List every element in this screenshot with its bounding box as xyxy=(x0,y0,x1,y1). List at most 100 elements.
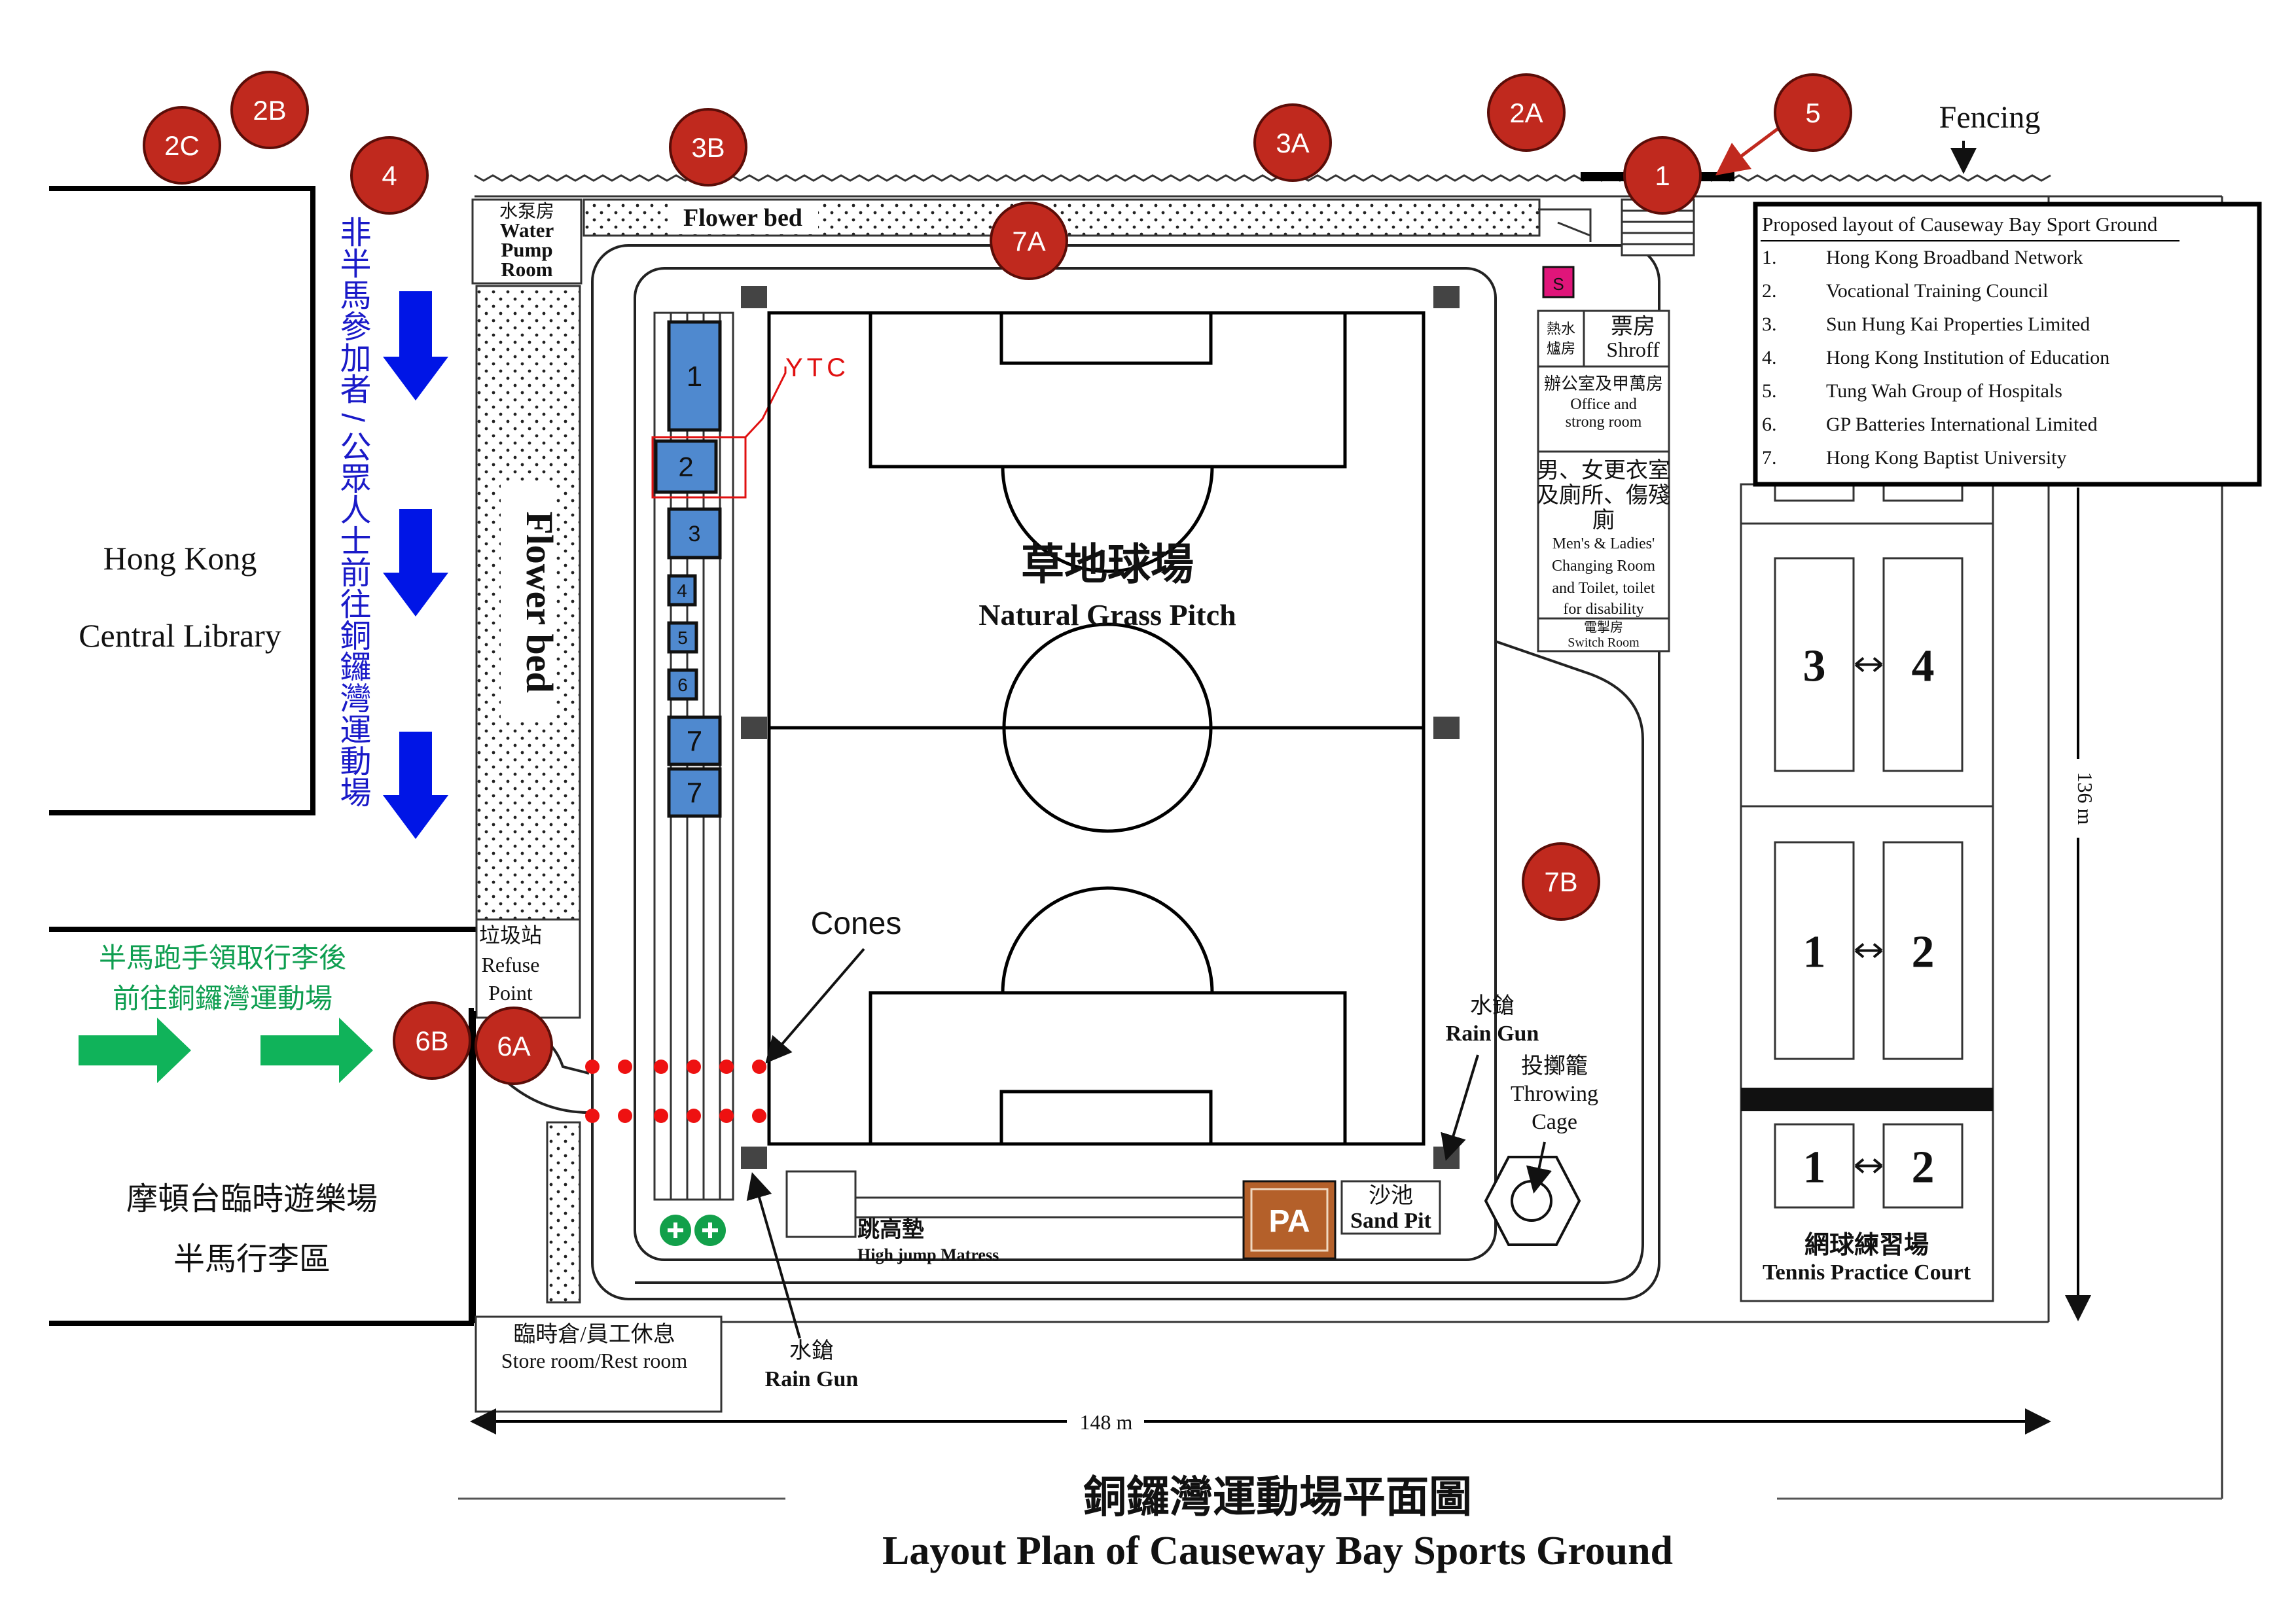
legend-item-name: Hong Kong Baptist University xyxy=(1826,447,2067,469)
marker-label: 2C xyxy=(164,130,200,161)
tennis-en: Tennis Practice Court xyxy=(1763,1260,1971,1285)
legend-item-number: 2. xyxy=(1762,280,1777,302)
right-buildings: S 熱水 爐房 票房 Shroff 辦公室及甲萬房 Office and str… xyxy=(1537,198,1695,652)
ytc-annotation: YTC xyxy=(651,353,850,499)
throwing-cage-zh: 投擲籠 xyxy=(1521,1054,1588,1079)
pa-box: PA xyxy=(1242,1180,1336,1260)
legend-item-name: GP Batteries International Limited xyxy=(1826,414,2098,435)
tennis-court-number: 1 xyxy=(1803,1143,1826,1193)
court-arrow-icon xyxy=(1854,656,1883,673)
store-room-en: Store room/Rest room xyxy=(501,1349,688,1372)
flower-bed-top-label: Flower bed xyxy=(683,204,802,232)
booth-8: 7 xyxy=(667,767,722,818)
tennis-zh: 網球練習場 xyxy=(1804,1232,1929,1259)
tennis-court xyxy=(1774,557,1855,772)
sand-pit-zh: 沙池 xyxy=(1369,1183,1413,1208)
high-jump-en: High jump Matress xyxy=(857,1245,999,1264)
dim-width-label: 148 m xyxy=(1080,1410,1133,1434)
marker-label: 7B xyxy=(1544,866,1577,897)
booth-3: 3 xyxy=(667,507,722,560)
football-pitch xyxy=(767,311,1426,1146)
office-en2: strong room xyxy=(1566,414,1642,431)
marker-5: 5 xyxy=(1774,73,1852,152)
pa-label: PA xyxy=(1268,1204,1310,1239)
water-pump-en3: Room xyxy=(501,258,552,281)
cones-label: Cones xyxy=(811,906,902,941)
cone-dot xyxy=(687,1060,701,1074)
marker-label: 5 xyxy=(1805,98,1820,128)
rain-gun-right-pointer xyxy=(1441,1054,1479,1161)
rain-gun-bottom-pointer xyxy=(746,1172,801,1339)
s-badge-label: S xyxy=(1552,274,1564,294)
legend-title: Proposed layout of Causeway Bay Sport Gr… xyxy=(1762,213,2158,236)
booth-5: 5 xyxy=(667,621,698,654)
legend-box: Proposed layout of Causeway Bay Sport Gr… xyxy=(1753,202,2262,487)
legend-item-name: Vocational Training Council xyxy=(1826,280,2048,302)
store-room: 臨時倉/員工休息 Store room/Rest room xyxy=(475,1315,723,1413)
cone-dot xyxy=(654,1060,668,1074)
marker-2a: 2A xyxy=(1487,73,1566,152)
changing-zh1: 男、女更衣室 xyxy=(1537,458,1670,483)
throwing-cage: 投擲籠 Throwing Cage xyxy=(1484,1054,1598,1246)
marker-label: 3B xyxy=(691,132,725,163)
location-markers: 2C 2B 4 3B 3A 2A 1 5 7A 7B 6B 6A xyxy=(143,71,1852,1085)
legend-item-number: 1. xyxy=(1762,247,1777,268)
flower-bed-left-label: Flower bed xyxy=(518,511,561,693)
booth-label: 5 xyxy=(677,628,688,648)
marker-1: 1 xyxy=(1623,136,1702,215)
tennis-court-number: 3 xyxy=(1803,641,1826,692)
track-right-bend xyxy=(635,640,1644,1284)
track-inner xyxy=(634,267,1497,1261)
cone-dot xyxy=(752,1060,766,1074)
title-en: Layout Plan of Causeway Bay Sports Groun… xyxy=(882,1529,1673,1573)
booth-1: 1 xyxy=(667,320,722,432)
changing-zh2: 及廁所、傷殘 xyxy=(1537,483,1670,508)
marker-label: 6B xyxy=(415,1026,448,1056)
legend-item-number: 5. xyxy=(1762,380,1777,402)
water-pump-en1: Water xyxy=(500,219,554,241)
changing-en2: Changing Room xyxy=(1552,558,1655,575)
court-arrow-icon xyxy=(1854,1158,1883,1174)
refuse-zh: 垃圾站 xyxy=(479,923,542,947)
water-pump-en2: Pump xyxy=(501,238,552,261)
rain-gun-right-zh: 水鎗 xyxy=(1470,993,1515,1018)
marker-6a: 6A xyxy=(475,1007,553,1085)
booth-label: 4 xyxy=(677,580,687,601)
shroff-en: Shroff xyxy=(1606,338,1660,361)
fencing-label: Fencing xyxy=(1939,100,2041,135)
booth-6: 6 xyxy=(667,668,698,701)
marker-7b: 7B xyxy=(1522,842,1600,921)
marker-label: 2A xyxy=(1509,98,1543,128)
booth-label: 6 xyxy=(677,675,688,695)
marker-label: 1 xyxy=(1655,160,1670,191)
boiler-zh2: 爐房 xyxy=(1547,340,1575,357)
marker-2b: 2B xyxy=(230,71,309,149)
legend-item-number: 6. xyxy=(1762,414,1777,435)
ytc-label: YTC xyxy=(785,353,850,382)
marker-label: 4 xyxy=(382,160,397,191)
cone-dot xyxy=(752,1109,766,1123)
cone-dot xyxy=(719,1109,734,1123)
runners-text-line2: 前往銅鑼灣運動場 xyxy=(113,983,332,1014)
court-arrow-icon xyxy=(1854,942,1883,959)
office-zh: 辦公室及甲萬房 xyxy=(1544,374,1663,393)
baggage-line2: 半馬行李區 xyxy=(173,1242,331,1277)
marker-2c: 2C xyxy=(143,106,221,185)
marker-7a: 7A xyxy=(990,202,1068,280)
tennis-court xyxy=(1882,557,1964,772)
changing-en4: for disability xyxy=(1563,601,1643,618)
marker-label: 3A xyxy=(1276,128,1309,158)
refuse-en2: Point xyxy=(488,981,533,1005)
marker-6b: 6B xyxy=(393,1001,471,1080)
rain-gun-bottom-en: Rain Gun xyxy=(765,1367,859,1391)
baggage-line1: 摩頓台臨時遊樂場 xyxy=(126,1182,378,1217)
shroff-zh: 票房 xyxy=(1611,314,1655,339)
runners-text-line1: 半馬跑手領取行李後 xyxy=(99,942,346,973)
pitch-label-en: Natural Grass Pitch xyxy=(978,598,1236,632)
cone-dot xyxy=(585,1109,600,1123)
throwing-cage-en1: Throwing xyxy=(1511,1082,1598,1106)
legend-item-number: 4. xyxy=(1762,347,1777,368)
rain-gun-bottom-zh: 水鎗 xyxy=(789,1338,834,1363)
